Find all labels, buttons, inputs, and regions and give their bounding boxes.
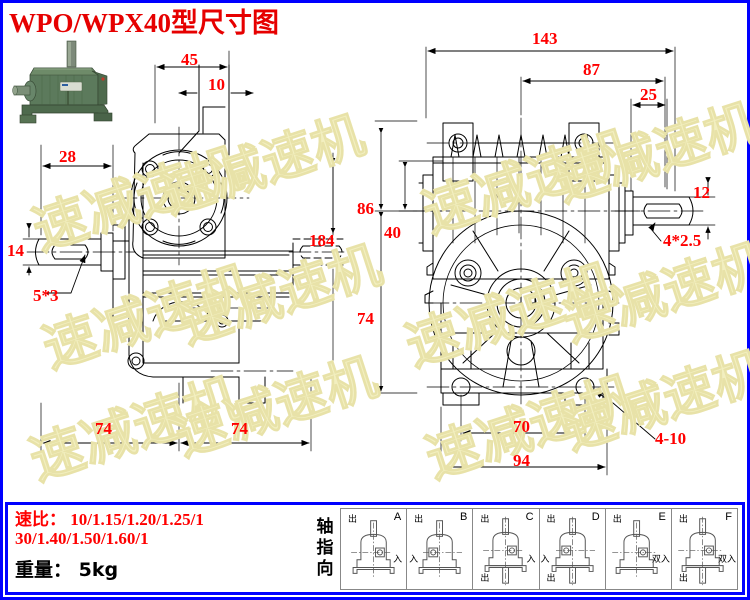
shaft-direction-section: 轴 指 向 A 出 入	[310, 505, 742, 592]
dimension-label-4x2.5: 4*2.5	[663, 231, 702, 250]
in-label-a: 入	[393, 554, 403, 565]
cell-code-e: E	[658, 510, 666, 523]
page-title: WPO/WPX40型尺寸图	[9, 8, 279, 38]
cell-code-d: D	[591, 510, 600, 523]
shaft-direction-table: A 出 入	[340, 507, 738, 590]
dimension-label-94: 94	[513, 451, 530, 470]
right-view-dimension-lines	[374, 46, 716, 476]
dimension-label-86: 86	[357, 199, 374, 218]
gearbox-icon-d	[551, 516, 595, 585]
out-label-top-d: 出	[546, 514, 556, 525]
cell-code-f: F	[725, 510, 733, 523]
dimension-label-10: 10	[208, 75, 225, 94]
in-label-f: 双入	[718, 554, 737, 565]
gearbox-icon-f	[678, 516, 724, 585]
dimension-label-70: 70	[513, 417, 530, 436]
spec-text-block: 速比： 10/1.15/1.20/1.25/1 30/1.40/1.50/1.6…	[8, 505, 310, 592]
shaft-direction-label: 轴 指 向	[310, 517, 340, 580]
out-label-top-c: 出	[480, 514, 490, 525]
shaft-direction-label-char-1: 轴	[316, 517, 334, 537]
left-view-dimension-lines	[22, 50, 336, 452]
shaft-direction-c[interactable]: C 出 出 入	[473, 508, 540, 589]
dimension-label-74-left: 74	[95, 419, 112, 438]
out-label-top-f: 出	[678, 514, 688, 525]
dimension-label-87: 87	[583, 60, 600, 79]
shaft-direction-e[interactable]: E 出 双入	[606, 508, 672, 589]
ratio-line-1: 速比： 10/1.15/1.20/1.25/1	[15, 510, 204, 529]
in-label-d: 入	[540, 554, 550, 565]
shaft-direction-label-char-2: 指	[316, 538, 334, 558]
ratio-line-2: 30/1.40/1.50/1.60/1	[15, 529, 149, 548]
weight-value: 重量： 5kg	[15, 559, 119, 581]
right-view-geometry	[412, 117, 704, 416]
in-label-b: 入	[409, 554, 419, 565]
out-label-bottom-d: 出	[546, 573, 556, 584]
gearbox-icon-b	[418, 519, 463, 577]
cell-code-a: A	[393, 510, 402, 523]
out-label-bottom-f: 出	[678, 573, 688, 584]
dimension-label-40: 40	[384, 223, 401, 242]
shaft-direction-a[interactable]: A 出 入	[341, 508, 408, 589]
cell-code-b: B	[460, 510, 468, 523]
shaft-direction-d[interactable]: D 出 出 入	[540, 508, 606, 589]
dimension-label-74-right: 74	[231, 419, 248, 438]
gearbox-icon-c	[483, 516, 527, 585]
dimension-label-184: 184	[309, 231, 335, 250]
gearbox-icon-e	[611, 519, 658, 577]
dimension-label-5x3: 5*3	[33, 286, 59, 305]
in-label-c: 入	[526, 554, 536, 565]
dimension-label-25: 25	[640, 85, 657, 104]
cell-code-c: C	[525, 510, 534, 523]
product-photo	[8, 35, 118, 140]
left-view-geometry	[26, 64, 352, 404]
shaft-direction-label-char-3: 向	[316, 559, 334, 579]
gearbox-icon-a	[351, 519, 395, 577]
specification-panel: 速比： 10/1.15/1.20/1.25/1 30/1.40/1.50/1.6…	[5, 502, 745, 595]
dimension-label-45: 45	[181, 50, 198, 69]
dimension-label-12: 12	[693, 183, 710, 202]
in-label-e: 双入	[651, 554, 670, 565]
shaft-direction-b[interactable]: B 出 入	[407, 508, 474, 589]
out-label-bottom-c: 出	[480, 573, 490, 584]
out-label-top-e: 出	[612, 514, 622, 525]
dimension-label-4-10: 4-10	[655, 429, 687, 448]
dimension-label-74-right-view: 74	[357, 309, 374, 328]
out-label-top-b: 出	[414, 514, 424, 525]
dimension-label-14: 14	[7, 241, 24, 260]
technical-drawing-sheet	[22, 46, 716, 476]
shaft-direction-f[interactable]: F 出 出 双入	[672, 509, 737, 589]
dimension-label-28: 28	[59, 147, 76, 166]
dimension-label-143: 143	[532, 29, 558, 48]
out-label-top-a: 出	[348, 514, 358, 525]
